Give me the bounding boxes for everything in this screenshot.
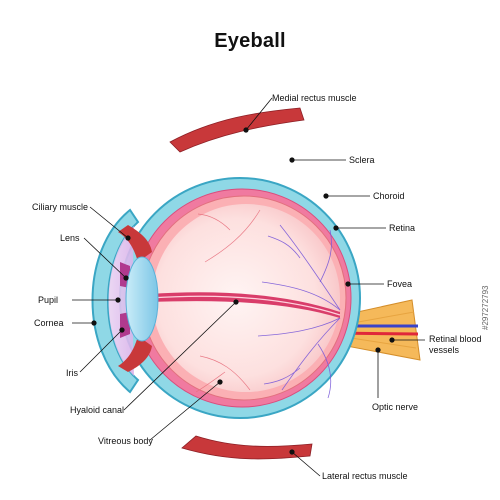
label-iris: Iris bbox=[66, 368, 78, 378]
diagram-title: Eyeball bbox=[214, 30, 286, 52]
lateral-rectus-muscle bbox=[181, 435, 313, 460]
hyaloid-canal-shape bbox=[150, 292, 340, 318]
label-vitreous-body: Vitreous body bbox=[98, 436, 153, 446]
label-cornea: Cornea bbox=[34, 318, 64, 328]
label-lens: Lens bbox=[60, 233, 80, 243]
lens-shape bbox=[125, 256, 159, 342]
label-optic-nerve: Optic nerve bbox=[372, 402, 419, 412]
label-fovea: Fovea bbox=[387, 279, 413, 289]
label-sclera: Sclera bbox=[349, 155, 375, 165]
label-medial-rectus-muscle: Medial rectus muscle bbox=[272, 93, 357, 103]
label-hyaloid-canal: Hyaloid canal bbox=[70, 405, 125, 415]
label-ciliary-muscle: Ciliary muscle bbox=[32, 202, 89, 212]
image-id-text: #297272793 bbox=[481, 285, 490, 331]
label-pupil: Pupil bbox=[38, 295, 59, 305]
label-choroid: Choroid bbox=[373, 191, 405, 201]
label-retina: Retina bbox=[389, 223, 416, 233]
medial-rectus-muscle bbox=[169, 107, 305, 153]
ciliary-muscle-shape bbox=[118, 225, 152, 262]
cornea-shape bbox=[91, 208, 140, 394]
label-lateral-rectus-muscle: Lateral rectus muscle bbox=[322, 471, 408, 481]
label-retinal-blood-vessels-line1: Retinal blood bbox=[429, 334, 482, 344]
label-retinal-blood-vessels-line2: vessels bbox=[429, 345, 460, 355]
